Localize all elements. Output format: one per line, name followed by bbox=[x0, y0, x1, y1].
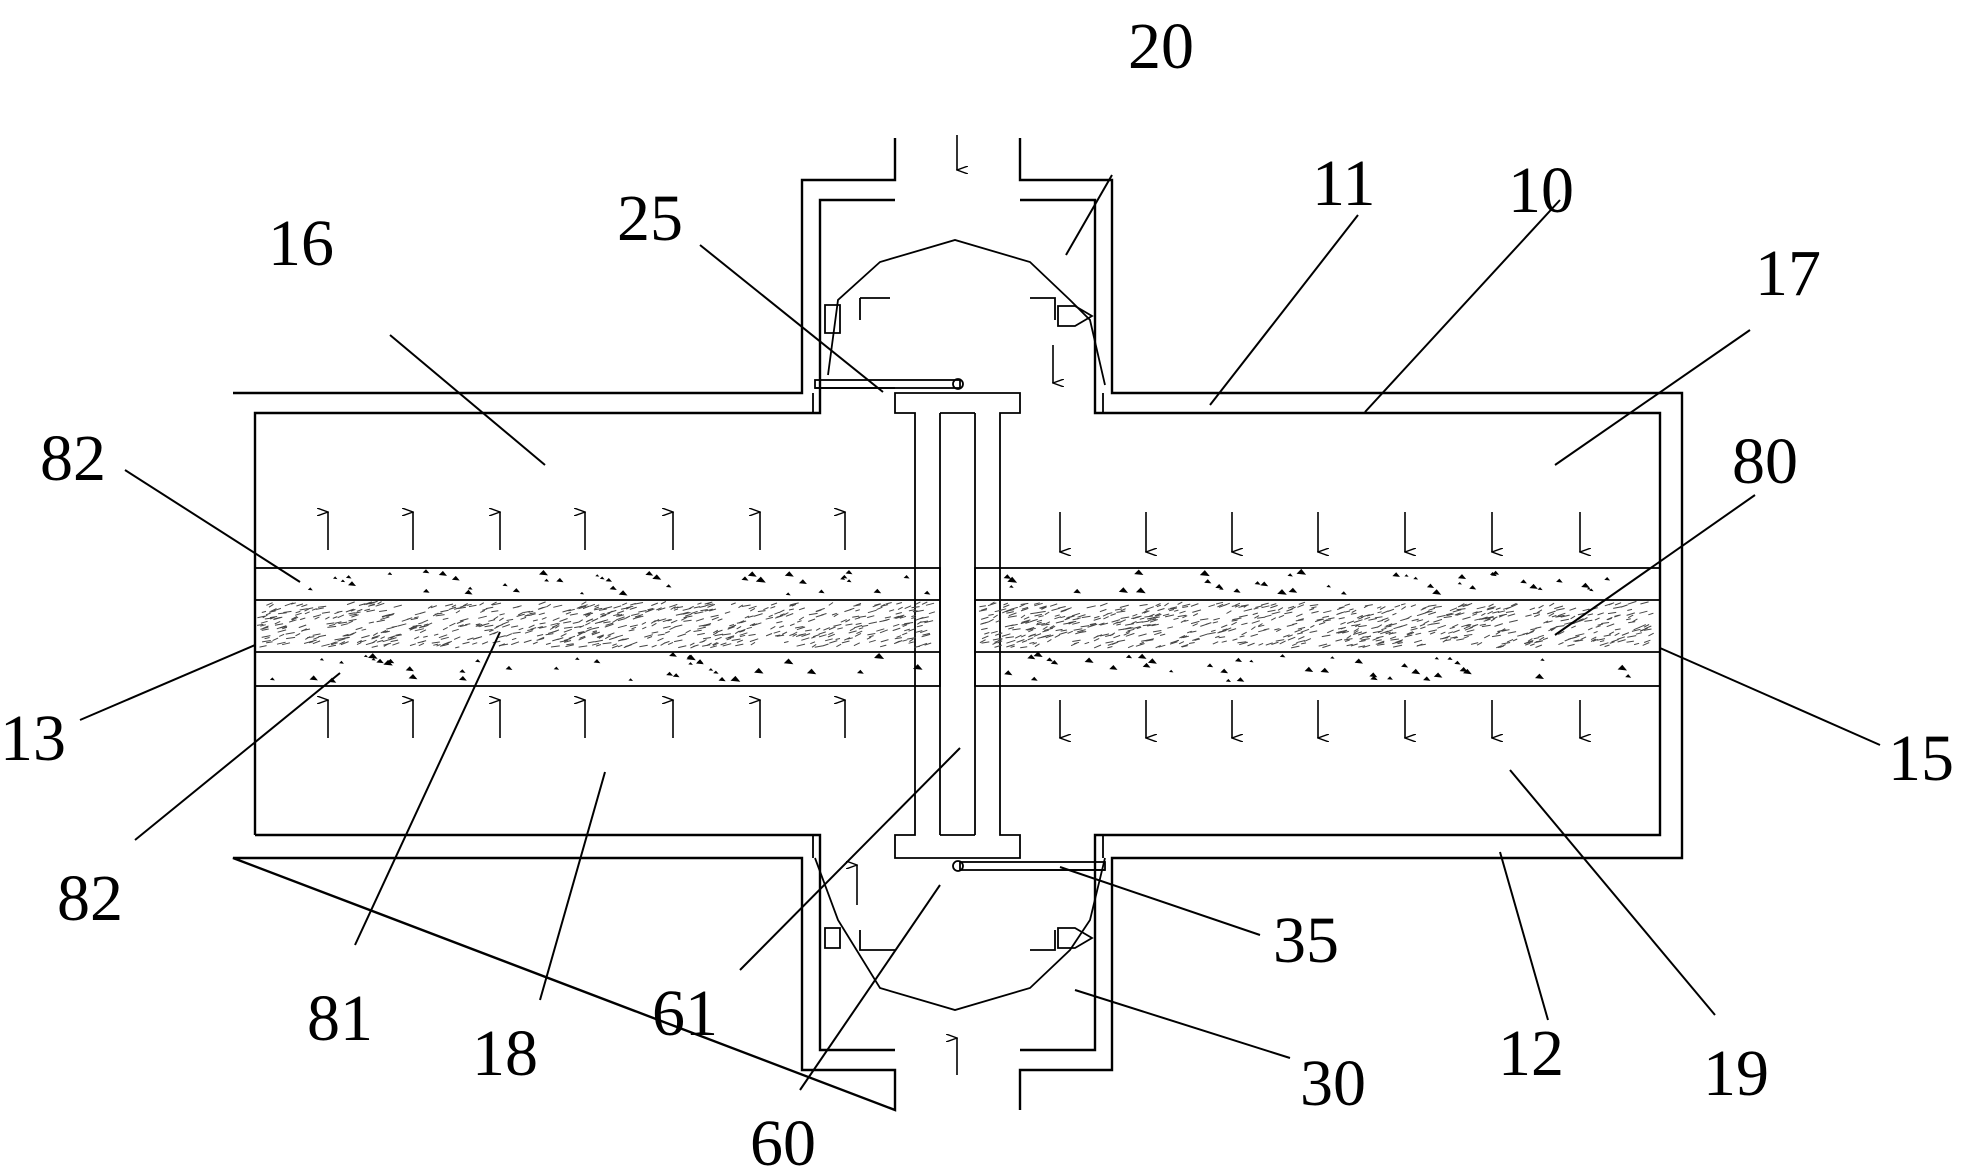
filter-media-particles bbox=[269, 568, 1632, 683]
label-82-bottom: 82 bbox=[57, 862, 123, 935]
label-20: 20 bbox=[1128, 10, 1194, 83]
label-13: 13 bbox=[0, 702, 66, 775]
label-19: 19 bbox=[1703, 1037, 1769, 1110]
filter-media-texture bbox=[257, 600, 1654, 649]
reference-numerals: 20 25 11 10 16 17 82 80 13 15 82 81 18 6… bbox=[0, 10, 1954, 1175]
label-61: 61 bbox=[652, 977, 718, 1050]
label-11: 11 bbox=[1312, 147, 1376, 220]
label-35: 35 bbox=[1273, 904, 1339, 977]
label-82-top: 82 bbox=[40, 422, 106, 495]
label-80: 80 bbox=[1732, 425, 1798, 498]
label-30: 30 bbox=[1300, 1047, 1366, 1120]
label-12: 12 bbox=[1498, 1017, 1564, 1090]
leader-lines bbox=[79, 174, 1881, 1091]
filter-layer-right bbox=[974, 567, 1661, 687]
label-10: 10 bbox=[1508, 154, 1574, 227]
label-16: 16 bbox=[268, 207, 334, 280]
label-18: 18 bbox=[472, 1017, 538, 1090]
lower-flap bbox=[952, 860, 1106, 872]
filter-layer-left bbox=[254, 567, 941, 687]
valve-chamber-openings bbox=[812, 393, 1104, 858]
housing-outer-wall bbox=[232, 138, 1684, 1112]
flow-arrows bbox=[328, 135, 1580, 1075]
upper-flap bbox=[814, 378, 964, 390]
label-17: 17 bbox=[1755, 237, 1821, 310]
label-15: 15 bbox=[1888, 722, 1954, 795]
label-25: 25 bbox=[617, 182, 683, 255]
upper-valve bbox=[824, 239, 1106, 386]
lower-valve bbox=[814, 857, 1106, 1011]
label-60: 60 bbox=[750, 1107, 816, 1175]
label-81: 81 bbox=[307, 982, 373, 1055]
central-shaft bbox=[894, 392, 1021, 859]
